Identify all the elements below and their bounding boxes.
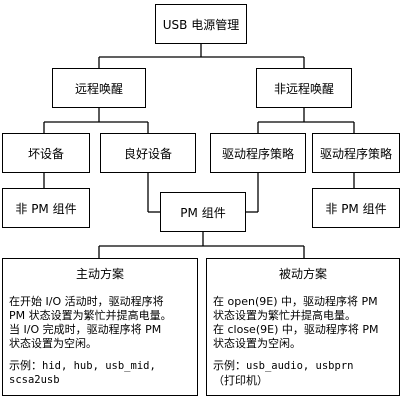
passive-example-code-1: usb_audio, usbprn [246, 360, 354, 372]
passive-scheme-line-1: 在 open(9E) 中，驱动程序将 PM [213, 295, 378, 308]
no-remote-wakeup-node: 非远程唤醒 [256, 68, 352, 108]
passive-scheme-example: 示例：usb_audio, usbprn [213, 359, 353, 373]
active-scheme-line-1: 在开始 I/O 活动时，驱动程序将 [9, 295, 164, 308]
active-scheme-line-2: PM 状态设置为繁忙并提高电量。 [9, 309, 172, 322]
passive-scheme-line-2: 状态设置为繁忙并提高电量。 [213, 309, 356, 322]
remote-wakeup-label: 远程唤醒 [74, 81, 123, 96]
pm-component-node: PM 组件 [160, 192, 246, 232]
non-pm-label-right: 非 PM 组件 [325, 201, 387, 216]
non-pm-label-left: 非 PM 组件 [15, 201, 77, 216]
active-scheme-title: 主动方案 [75, 267, 124, 281]
active-example-code-2: scsa2usb [9, 374, 60, 386]
active-scheme-example: 示例：hid, hub, usb_mid, [9, 359, 156, 373]
active-example-label: 示例： [9, 359, 42, 372]
bad-device-label: 坏设备 [27, 146, 64, 161]
passive-scheme-title: 被动方案 [278, 267, 327, 281]
driver-policy-label-1: 驱动程序策略 [221, 146, 294, 161]
passive-scheme-panel: 被动方案 在 open(9E) 中，驱动程序将 PM 状态设置为繁忙并提高电量。… [206, 258, 400, 396]
no-remote-wakeup-label: 非远程唤醒 [273, 81, 334, 96]
bad-device-node: 坏设备 [2, 133, 90, 173]
non-pm-node-left: 非 PM 组件 [2, 188, 90, 228]
good-device-node: 良好设备 [100, 133, 196, 173]
passive-example-code-2: （打印机） [213, 374, 268, 387]
driver-policy-node-1: 驱动程序策略 [210, 133, 306, 173]
non-pm-node-right: 非 PM 组件 [312, 188, 400, 228]
root-node-label: USB 电源管理 [162, 17, 240, 32]
driver-policy-label-2: 驱动程序策略 [319, 146, 392, 161]
pm-component-label: PM 组件 [180, 205, 226, 220]
passive-scheme-line-4: 状态设置为空闲。 [213, 337, 301, 350]
driver-policy-node-2: 驱动程序策略 [312, 133, 400, 173]
active-example-code-1: hid, hub, usb_mid, [42, 360, 156, 372]
passive-scheme-line-3: 在 close(9E) 中，驱动程序将 PM [213, 323, 379, 336]
remote-wakeup-node: 远程唤醒 [52, 68, 146, 108]
root-node: USB 电源管理 [155, 4, 247, 44]
active-scheme-panel: 主动方案 在开始 I/O 活动时，驱动程序将 PM 状态设置为繁忙并提高电量。 … [2, 258, 198, 396]
good-device-label: 良好设备 [123, 146, 172, 161]
active-scheme-line-4: 状态设置为空闲。 [9, 337, 97, 350]
passive-example-label: 示例： [213, 359, 246, 372]
active-scheme-line-3: 当 I/O 完成时，驱动程序将 PM [9, 323, 162, 336]
